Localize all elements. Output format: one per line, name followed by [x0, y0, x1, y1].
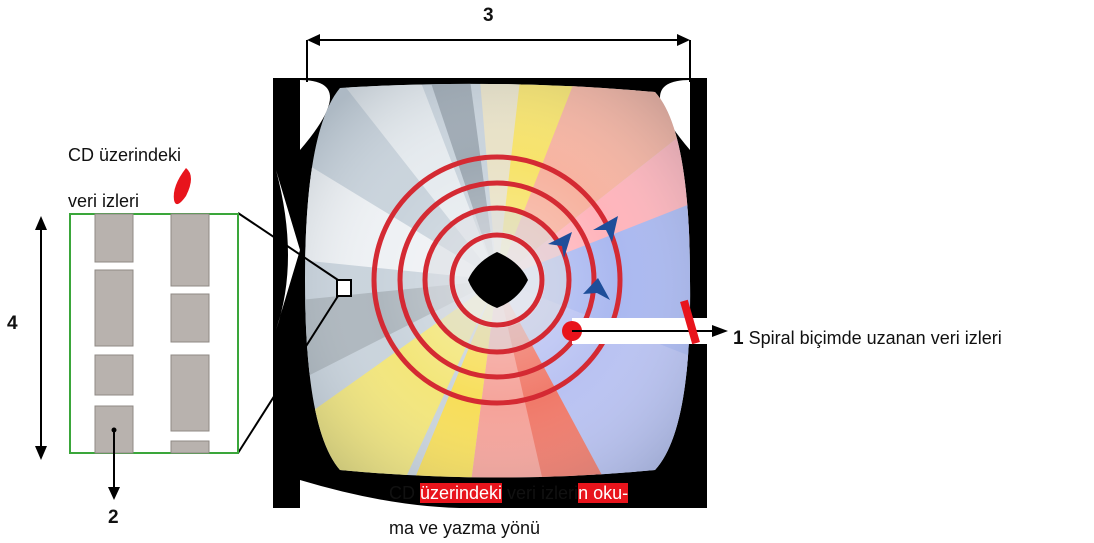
pointer-arrow-2 — [108, 427, 120, 500]
caption-line-2: ma ve yazma yönü — [389, 518, 541, 538]
spiral-data-track — [371, 154, 623, 406]
laser-pointer-icon — [680, 299, 700, 345]
caption-highlight-1: üzerindeki — [420, 483, 503, 503]
caption-highlight-2: n oku- — [578, 483, 629, 503]
track-pits — [94, 213, 210, 454]
caption-part3: veri izleri — [502, 483, 579, 503]
cd-center-hole — [468, 252, 528, 308]
track-detail-box — [69, 213, 239, 454]
caption-part1: CD — [389, 483, 420, 503]
dimension-arrow-4 — [35, 216, 47, 460]
tracks-title-line1: CD üzerindeki — [68, 145, 182, 165]
dimension-arrow-3 — [306, 34, 691, 82]
label-2: 2 — [108, 507, 119, 528]
label-3: 3 — [483, 5, 494, 26]
caption-line-1: CD üzerindeki veri izlerin oku- — [389, 483, 629, 503]
zoom-lines — [237, 212, 352, 454]
label-4: 4 — [7, 313, 18, 334]
red-drop-icon — [173, 168, 191, 205]
label-1: 1 — [733, 328, 744, 349]
spiral-label-text: Spiral biçimde uzanan veri izleri — [748, 328, 1002, 348]
direction-arrow-icon — [548, 216, 618, 300]
pointer-arrowhead-1 — [712, 325, 728, 337]
spiral-label: 1 Spiral biçimde uzanan veri izleri — [733, 328, 1002, 349]
tracks-title-line2: veri izleri — [68, 191, 140, 211]
